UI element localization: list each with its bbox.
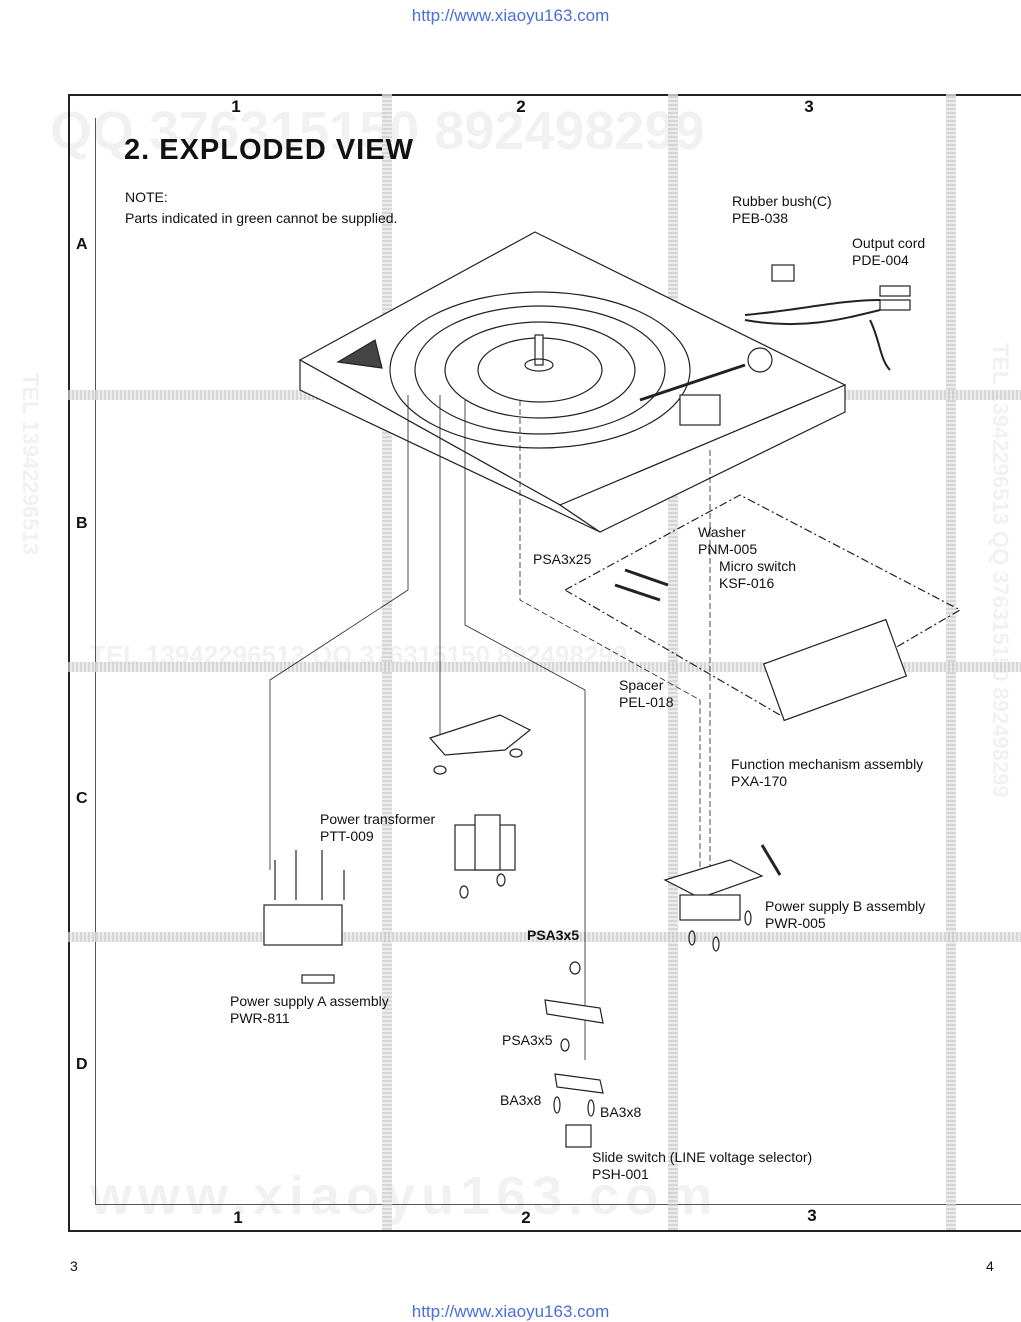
spindle <box>534 334 544 366</box>
column-number-top-1: 1 <box>231 97 241 116</box>
rubber-bush <box>771 264 795 282</box>
power-supply-a-name: Power supply A assembly <box>230 993 389 1009</box>
power-supply-a-board <box>263 904 343 946</box>
page-number-left: 3 <box>70 1258 78 1274</box>
power-transformer-name: Power transformer <box>320 811 436 827</box>
header-url[interactable]: http://www.xiaoyu163.com <box>411 6 610 25</box>
function-mechanism-outline <box>563 494 962 716</box>
washer-code: PNM-005 <box>698 541 758 557</box>
psa3x5-upper-label: PSA3x5 <box>527 927 580 943</box>
ba3x8-left-label: BA3x8 <box>500 1092 542 1108</box>
platter-outer-ring <box>389 291 691 449</box>
column-number-top-2: 2 <box>516 97 526 116</box>
psa3x25-label: PSA3x25 <box>533 551 592 567</box>
platter-inner-ring <box>444 321 636 419</box>
grid-line-h3 <box>68 932 1021 942</box>
slide-switch <box>565 1124 592 1148</box>
note-heading: NOTE: <box>125 189 168 205</box>
output-cord-code: PDE-004 <box>852 252 909 268</box>
function-mech-code: PXA-170 <box>731 773 788 789</box>
slide-switch-plate-lower <box>554 1073 604 1094</box>
column-number-bottom-1: 1 <box>233 1208 243 1227</box>
spacer-code: PEL-018 <box>619 694 674 710</box>
slide-switch-code: PSH-001 <box>592 1166 649 1182</box>
watermark-bottom: www.xiaoyu163.com <box>90 1166 719 1226</box>
power-supply-a-code: PWR-811 <box>230 1010 290 1026</box>
rubber-bush-name: Rubber bush(C) <box>732 193 832 209</box>
inner-frame <box>95 118 1021 1205</box>
power-transformer-code: PTT-009 <box>320 828 374 844</box>
function-mech-name: Function mechanism assembly <box>731 756 924 772</box>
ba3x8-right-label: BA3x8 <box>600 1104 642 1120</box>
watermark-top: QQ 376315150 892498299 <box>50 101 705 161</box>
column-number-top-3: 3 <box>804 97 814 116</box>
spacer-name: Spacer <box>619 677 664 693</box>
page-title: 2. EXPLODED VIEW <box>124 134 414 166</box>
page-number-right: 4 <box>986 1258 994 1274</box>
row-letter-d: D <box>76 1056 88 1073</box>
output-cord-name: Output cord <box>852 235 926 251</box>
turntable-base-side <box>558 384 846 533</box>
transformer-plate <box>428 714 532 756</box>
footer-url[interactable]: http://www.xiaoyu163.com <box>411 1302 610 1321</box>
tonearm <box>639 363 746 402</box>
output-cord <box>744 299 891 371</box>
washer-name: Washer <box>698 524 746 540</box>
power-supply-b-board <box>663 859 764 899</box>
column-number-bottom-2: 2 <box>521 1208 531 1227</box>
grid-line-h2 <box>68 662 1021 672</box>
power-supply-b-name: Power supply B assembly <box>765 898 926 914</box>
micro-switch-code: KSF-016 <box>719 575 775 591</box>
note-text: Parts indicated in green cannot be suppl… <box>125 210 398 226</box>
psa3x5-lower-label: PSA3x5 <box>502 1032 553 1048</box>
rubber-bush-code: PEB-038 <box>732 210 789 226</box>
power-supply-b-code: PWR-005 <box>765 915 826 931</box>
row-letter-b: B <box>76 515 88 532</box>
slide-switch-plate-upper <box>544 999 604 1024</box>
row-letter-c: C <box>76 790 88 807</box>
slide-switch-name: Slide switch (LINE voltage selector) <box>592 1149 813 1165</box>
platter-middle-ring <box>414 305 666 435</box>
column-number-bottom-3: 3 <box>807 1206 817 1225</box>
row-letter-a: A <box>76 236 88 253</box>
micro-switch-name: Micro switch <box>719 558 797 574</box>
